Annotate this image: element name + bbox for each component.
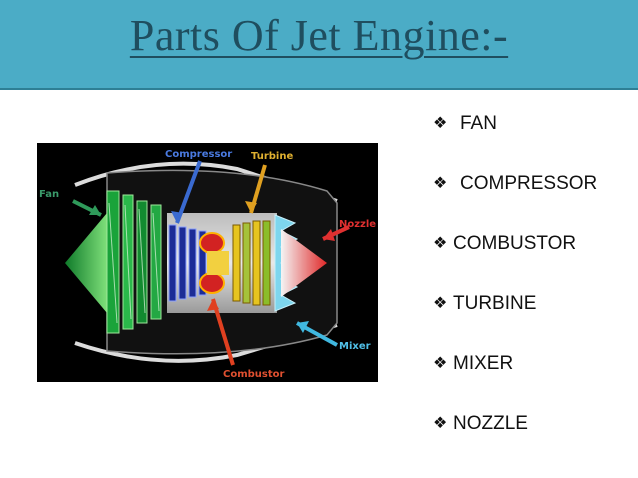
list-item-label: COMPRESSOR xyxy=(460,173,598,194)
title-bar: Parts Of Jet Engine:- xyxy=(0,0,638,90)
list-item-label: COMBUSTOR xyxy=(453,233,577,254)
fan-label: Fan xyxy=(39,189,59,200)
diamond-bullet-icon: ❖ xyxy=(433,295,448,312)
turbine-stages xyxy=(232,220,271,306)
combustor-arrow xyxy=(211,298,235,366)
slide-title: Parts Of Jet Engine:- xyxy=(129,11,509,60)
mixer-label: Mixer xyxy=(339,341,371,352)
diamond-bullet-icon: ❖ xyxy=(433,115,448,132)
diamond-bullet-icon: ❖ xyxy=(433,355,448,372)
list-item: ❖ NOZZLE xyxy=(433,394,597,454)
list-item-label: NOZZLE xyxy=(453,413,528,434)
diamond-bullet-icon: ❖ xyxy=(433,415,448,432)
nozzle-cone xyxy=(281,229,327,297)
list-item: ❖ MIXER xyxy=(433,334,597,394)
list-item: ❖ TURBINE xyxy=(433,274,597,334)
list-item-label: TURBINE xyxy=(453,293,537,314)
diamond-bullet-icon: ❖ xyxy=(433,175,448,192)
compressor-stages xyxy=(168,224,207,302)
nacelle-top xyxy=(74,161,338,203)
jet-engine-illustration: Fan Compressor Turbine Nozzle Mixer Comb… xyxy=(39,149,376,380)
jet-engine-diagram: Fan Compressor Turbine Nozzle Mixer Comb… xyxy=(37,143,378,382)
parts-list: ❖ FAN ❖ COMPRESSOR ❖ COMBUSTOR ❖ TURBINE ❖ MI… xyxy=(433,94,597,454)
arrow-heads xyxy=(89,201,335,333)
combustor-label: Combustor xyxy=(223,369,285,380)
compressor-label: Compressor xyxy=(165,149,232,160)
list-item-label: MIXER xyxy=(453,353,514,374)
nozzle-label: Nozzle xyxy=(339,219,376,230)
list-item: ❖ FAN xyxy=(433,94,597,154)
fan-spinner xyxy=(65,213,107,313)
combustor-chamber xyxy=(199,232,229,294)
list-item: ❖ COMPRESSOR xyxy=(433,154,597,214)
diamond-bullet-icon: ❖ xyxy=(433,235,448,252)
list-item-label: FAN xyxy=(460,113,497,134)
turbine-label: Turbine xyxy=(251,151,293,162)
list-item: ❖ COMBUSTOR xyxy=(433,214,597,274)
